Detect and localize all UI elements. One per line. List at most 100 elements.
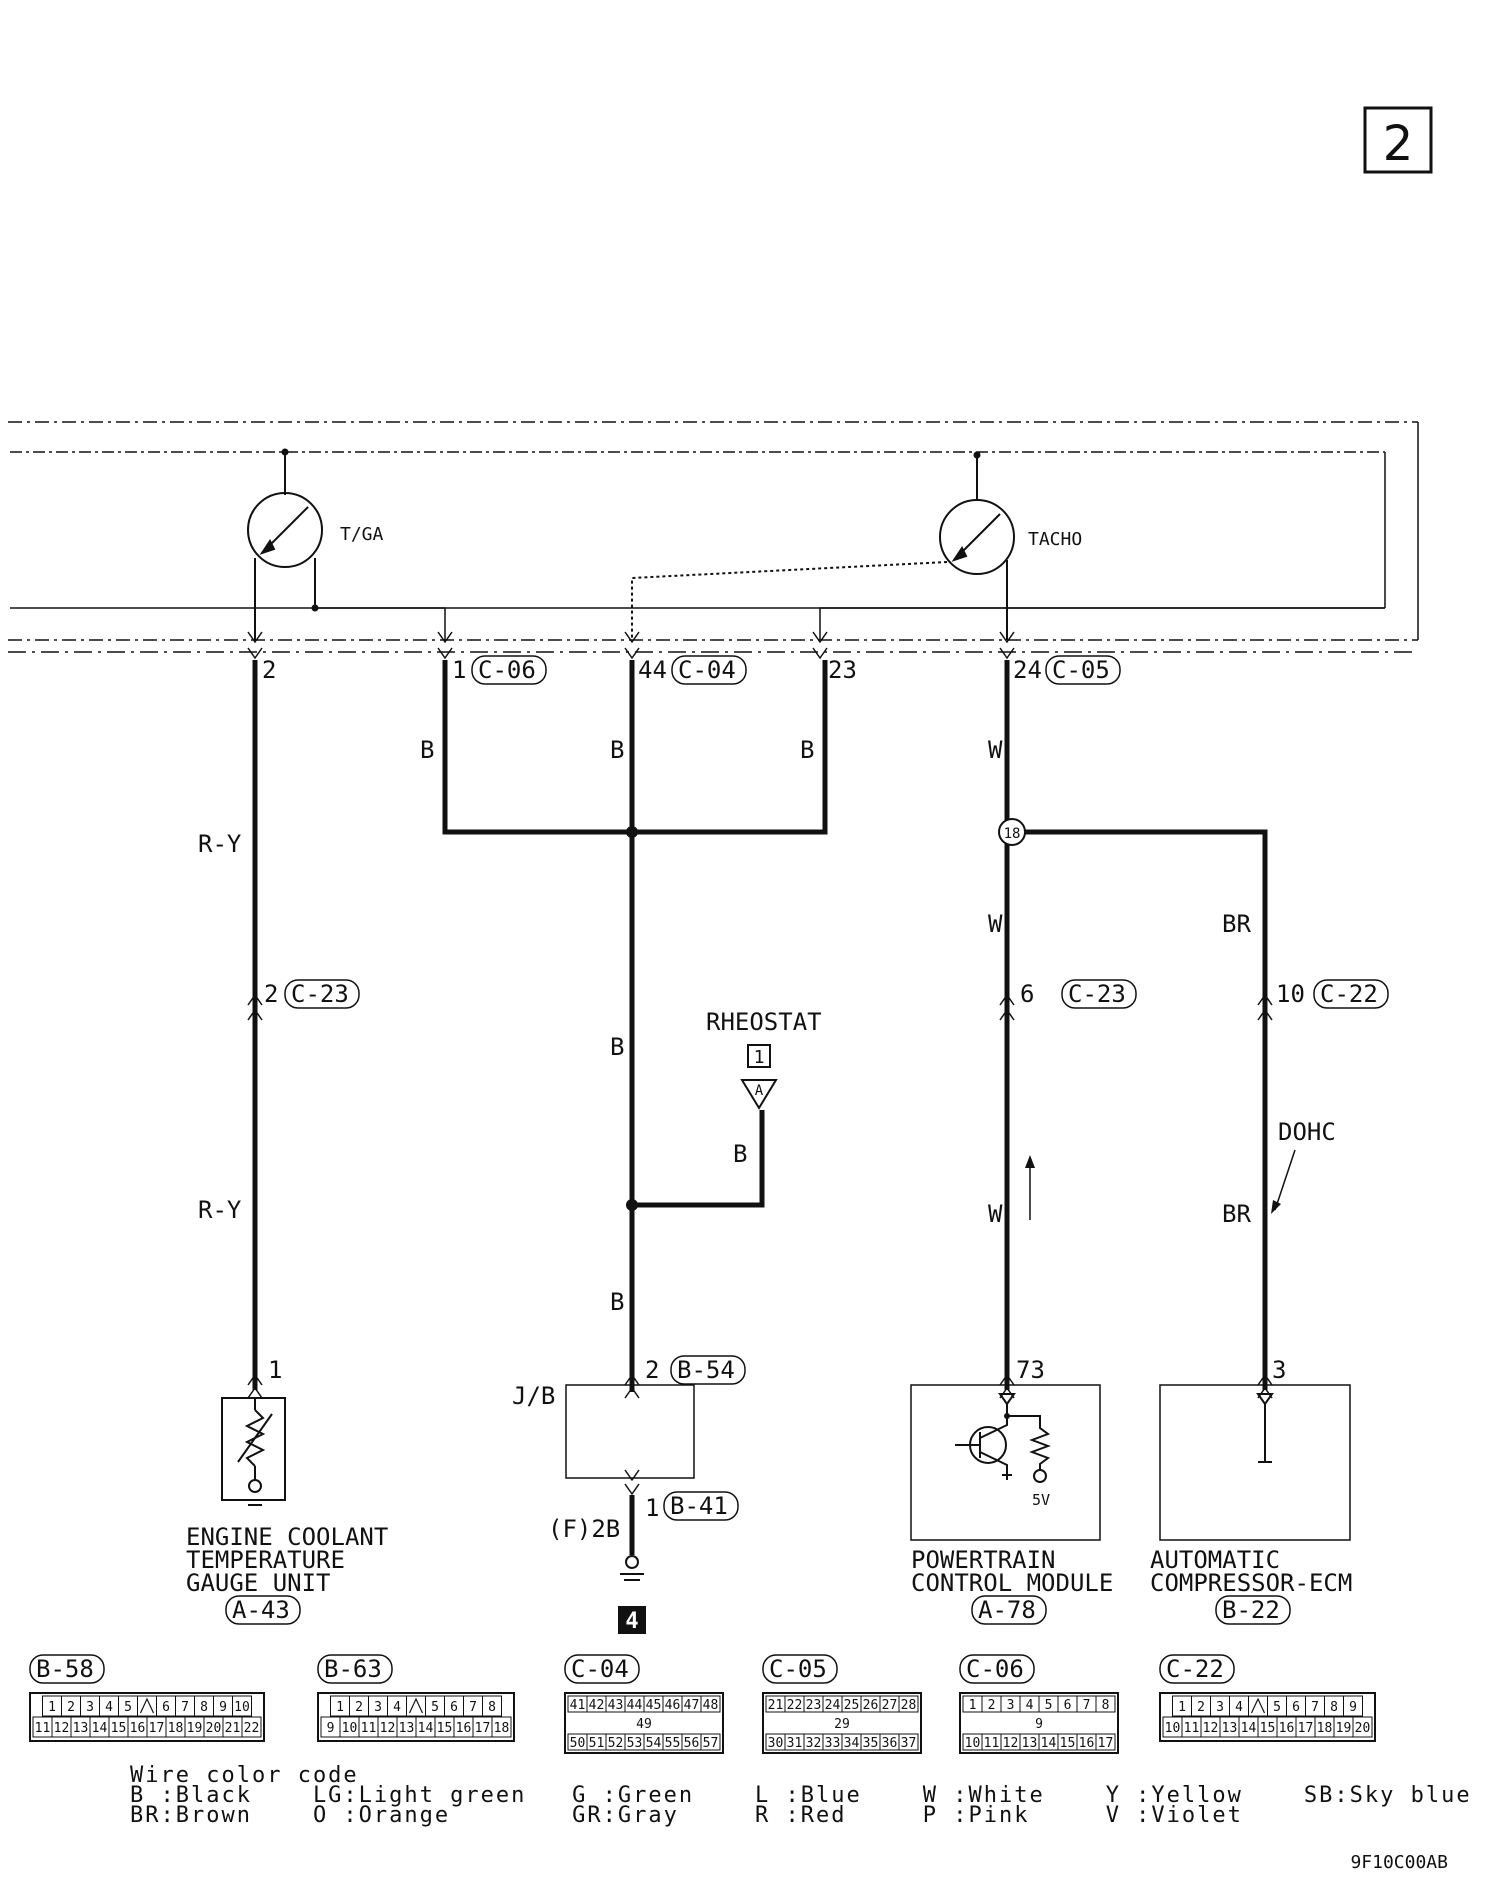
junction-block bbox=[565, 1384, 695, 1479]
pin-number: 41 bbox=[570, 1698, 586, 1713]
conn-c23-b: C-23 bbox=[1068, 980, 1126, 1008]
wire-color-w-2: W bbox=[988, 910, 1003, 938]
conn-c23-a: C-23 bbox=[291, 980, 349, 1008]
pin-number: 33 bbox=[825, 1736, 841, 1751]
pin-number: 3 bbox=[86, 1700, 94, 1715]
pin-number: 11 bbox=[984, 1736, 1000, 1751]
pin-number: 21 bbox=[768, 1698, 784, 1713]
pin-number: 14 bbox=[1041, 1736, 1057, 1751]
pin-number: 6 bbox=[1064, 1698, 1072, 1713]
wire-color-w-1: W bbox=[988, 736, 1003, 764]
pin-number: 34 bbox=[844, 1736, 860, 1751]
connector-view-label: B-63 bbox=[324, 1655, 382, 1683]
pin-number: 13 bbox=[399, 1721, 415, 1736]
pin-number: 9 bbox=[1349, 1700, 1357, 1715]
wire-color-b-4: B bbox=[610, 1033, 624, 1061]
pin-number: 20 bbox=[206, 1721, 222, 1736]
pin-number: 7 bbox=[181, 1700, 189, 1715]
pin-acecm-3: 3 bbox=[1272, 1356, 1286, 1384]
pin-number: 1 bbox=[336, 1700, 344, 1715]
pin-number: 45 bbox=[646, 1698, 662, 1713]
pin-number: 15 bbox=[437, 1721, 453, 1736]
pcm-name-2: CONTROL MODULE bbox=[911, 1569, 1113, 1597]
rheostat-ref: 1 bbox=[754, 1047, 765, 1068]
pin-number: 13 bbox=[1222, 1721, 1238, 1736]
pin-number: 46 bbox=[665, 1698, 681, 1713]
pin-number: 47 bbox=[684, 1698, 700, 1713]
ect-name-3: GAUGE UNIT bbox=[186, 1569, 331, 1597]
wire-color-b-1: B bbox=[420, 736, 434, 764]
pin-number: 4 bbox=[393, 1700, 401, 1715]
pin-number: 7 bbox=[1311, 1700, 1319, 1715]
thermistor-icon bbox=[237, 1398, 273, 1506]
pin-number: 37 bbox=[901, 1736, 917, 1751]
pin-number: 26 bbox=[863, 1698, 879, 1713]
pin-number: 11 bbox=[1184, 1721, 1200, 1736]
conn-c04: C-04 bbox=[678, 656, 736, 684]
pin-number: 31 bbox=[787, 1736, 803, 1751]
pin-number: 17 bbox=[475, 1721, 491, 1736]
pin-number: 11 bbox=[35, 1721, 51, 1736]
ground-ref: 4 bbox=[625, 1609, 638, 1634]
pin-number: 56 bbox=[684, 1736, 700, 1751]
pin-number: 12 bbox=[54, 1721, 70, 1736]
splice-18-label: 18 bbox=[1004, 826, 1021, 842]
meter-internal-wires bbox=[315, 607, 1385, 640]
pin-number: 27 bbox=[882, 1698, 898, 1713]
pin-number: 2 bbox=[355, 1700, 363, 1715]
pin-number: 28 bbox=[901, 1698, 917, 1713]
conn-b41: B-41 bbox=[670, 1492, 728, 1520]
pin-tga-2: 2 bbox=[262, 656, 276, 684]
conn-c22: C-22 bbox=[1320, 980, 1378, 1008]
connector-view-label: C-05 bbox=[769, 1655, 827, 1683]
pin-number: 15 bbox=[1060, 1736, 1076, 1751]
pin-number: 17 bbox=[149, 1721, 165, 1736]
pin-number: 22 bbox=[787, 1698, 803, 1713]
pin-number: 16 bbox=[1279, 1721, 1295, 1736]
pin-number: 6 bbox=[450, 1700, 458, 1715]
jb-label: J/B bbox=[512, 1382, 555, 1410]
pin-number: 9 bbox=[1035, 1717, 1043, 1732]
pin-number: 50 bbox=[570, 1736, 586, 1751]
pin-c04-44: 44 bbox=[638, 656, 667, 684]
pin-number: 4 bbox=[105, 1700, 113, 1715]
conn-c05: C-05 bbox=[1052, 656, 1110, 684]
wire-color-b-2: B bbox=[610, 736, 624, 764]
pin-c05-24: 24 bbox=[1013, 656, 1042, 684]
ect-name-2: TEMPERATURE bbox=[186, 1546, 345, 1574]
pin-number: 16 bbox=[1079, 1736, 1095, 1751]
dohc-label: DOHC bbox=[1278, 1118, 1336, 1146]
pin-number: 19 bbox=[187, 1721, 203, 1736]
pin-number: 1 bbox=[1178, 1700, 1186, 1715]
pin-number: 54 bbox=[646, 1736, 662, 1751]
connector-view-label: B-58 bbox=[36, 1655, 94, 1683]
legend-line-2: BR:Brown O :Orange GR:Gray R :Red P :Pin… bbox=[130, 1803, 1243, 1828]
connector-view-label: C-06 bbox=[966, 1655, 1024, 1683]
transistor-icon bbox=[955, 1393, 1051, 1483]
footer-code: 9F10C00AB bbox=[1350, 1852, 1448, 1873]
pin-23: 23 bbox=[828, 656, 857, 684]
page-number: 2 bbox=[1383, 116, 1414, 172]
pin-number: 3 bbox=[374, 1700, 382, 1715]
ac-ecm-name-1: AUTOMATIC bbox=[1150, 1546, 1280, 1574]
tacho-label: TACHO bbox=[1028, 529, 1082, 550]
pin-number: 6 bbox=[1292, 1700, 1300, 1715]
temp-gauge-icon bbox=[247, 452, 323, 640]
pin-c23-6: 6 bbox=[1020, 980, 1034, 1008]
pin-number: 2 bbox=[1197, 1700, 1205, 1715]
ect-name-1: ENGINE COOLANT bbox=[186, 1523, 388, 1551]
ground-ref-box bbox=[618, 1606, 646, 1634]
rheostat-label: RHEOSTAT bbox=[706, 1008, 822, 1036]
pin-number: 36 bbox=[882, 1736, 898, 1751]
rheostat-ref-box bbox=[747, 1044, 771, 1068]
ac-ecm-input-icon bbox=[1256, 1393, 1274, 1463]
pin-number: 9 bbox=[327, 1721, 335, 1736]
rheostat-jack-icon bbox=[740, 1079, 778, 1110]
pin-number: 16 bbox=[456, 1721, 472, 1736]
